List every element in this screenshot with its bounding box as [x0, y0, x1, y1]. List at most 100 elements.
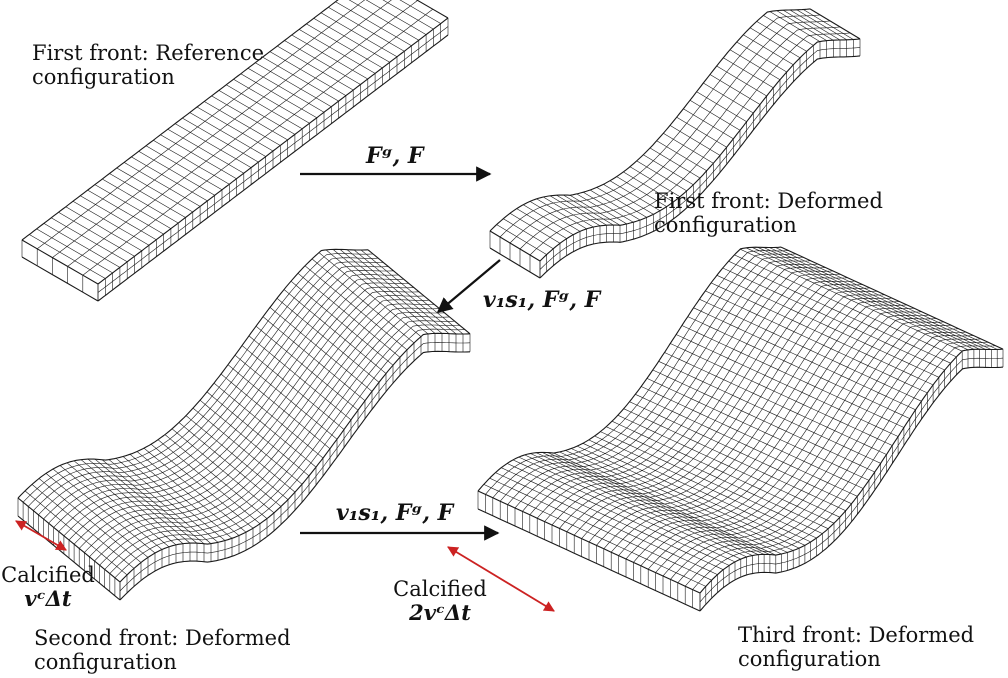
mesh-line	[220, 373, 324, 459]
calcified-width-marker-third	[447, 546, 555, 612]
mesh-line	[171, 428, 275, 514]
mesh-line	[276, 298, 380, 383]
mesh-line	[501, 467, 724, 570]
mesh-line	[663, 133, 714, 164]
mesh-line	[751, 247, 975, 350]
mesh-line	[571, 448, 794, 551]
mesh-line	[576, 193, 627, 225]
calcified-width-marker-second	[15, 520, 67, 551]
mesh-line	[757, 247, 980, 350]
mesh-line	[36, 228, 113, 274]
mesh-line	[51, 217, 128, 263]
mesh-line	[669, 125, 721, 156]
mesh-line	[594, 435, 817, 539]
mesh-line	[332, 249, 436, 334]
mesh-line	[58, 212, 135, 257]
mesh-line	[687, 316, 910, 419]
mesh-line	[102, 178, 179, 224]
mesh-line	[543, 196, 594, 228]
mesh-line	[689, 100, 741, 131]
caption-first-deformed-line2: configuration	[654, 213, 797, 237]
mesh-line	[506, 463, 730, 566]
mesh-line	[588, 439, 811, 543]
caption-second-deformed-line1: Second front: Deformed	[34, 626, 291, 650]
mesh-line	[518, 456, 741, 560]
mesh-line	[803, 9, 854, 40]
mesh-line	[353, 249, 457, 335]
mesh-line	[609, 180, 661, 211]
mesh-line	[241, 345, 345, 430]
mesh-line	[360, 249, 464, 335]
mesh-line	[603, 184, 654, 215]
mesh-line	[313, 18, 390, 63]
mesh-line	[589, 189, 641, 221]
mesh-line	[600, 431, 823, 534]
mesh-line	[65, 206, 142, 252]
mesh-line	[277, 45, 354, 91]
mesh-line	[623, 408, 846, 511]
mesh-line	[629, 401, 852, 504]
mesh-line	[477, 508, 701, 612]
mesh-line	[248, 335, 352, 421]
mesh-line	[94, 184, 172, 229]
mesh-line	[529, 201, 581, 232]
mesh-line	[269, 51, 347, 96]
mesh-line	[167, 128, 244, 174]
mesh-line	[583, 191, 634, 223]
mesh-line	[131, 156, 208, 202]
mesh-line	[664, 352, 887, 455]
mesh-line	[728, 260, 951, 364]
mesh-line	[776, 10, 827, 41]
mesh-line	[52, 468, 156, 554]
mesh-line	[516, 208, 567, 239]
mesh-line	[749, 27, 801, 59]
mesh-line	[623, 171, 674, 203]
mesh-line	[658, 361, 881, 464]
mesh-line	[365, 0, 427, 35]
caption-reference-line2: configuration	[32, 65, 175, 89]
arrow-label-1: 𝑭ᵍ, 𝑭	[366, 143, 424, 169]
mesh-line	[66, 462, 170, 548]
mesh-fill	[478, 247, 1003, 593]
caption-third-deformed-line1: Third front: Deformed	[738, 623, 975, 647]
mesh-line	[796, 9, 847, 41]
mesh-line	[524, 454, 747, 558]
mesh-line	[483, 484, 706, 587]
mesh-line	[320, 12, 398, 58]
mesh-line	[789, 9, 841, 41]
mesh-line	[649, 147, 701, 179]
mesh-line	[769, 247, 992, 350]
mesh-line	[269, 307, 373, 392]
mesh-line	[756, 21, 807, 52]
third-deformed-slab-mesh	[477, 246, 1004, 612]
arrow-first-to-second	[436, 259, 501, 313]
mesh-line	[703, 82, 754, 114]
mesh-line	[199, 399, 303, 485]
mesh-line	[606, 426, 829, 529]
mesh-line	[734, 254, 957, 358]
caption-reference-line1: First front: Reference	[32, 41, 265, 65]
mesh-line	[611, 420, 835, 524]
caption-first-deformed: First front: Deformed configuration	[654, 189, 883, 237]
mesh-line	[164, 434, 268, 519]
mesh-line	[635, 394, 858, 497]
mesh-line	[185, 415, 289, 500]
mesh-line	[73, 460, 177, 546]
mesh-line	[565, 450, 788, 553]
mesh-line	[318, 252, 422, 337]
mesh-line	[80, 195, 157, 240]
mesh-line	[284, 40, 361, 85]
mesh-line	[306, 23, 383, 69]
caption-third-deformed-line2: configuration	[738, 647, 881, 671]
mesh-line	[656, 140, 707, 172]
mesh-line	[87, 458, 191, 544]
mesh-line	[240, 73, 317, 119]
mesh-line	[616, 176, 667, 207]
mesh-line	[290, 280, 394, 366]
mesh-line	[335, 1, 412, 46]
mesh-line	[763, 15, 814, 46]
mesh-line	[415, 0, 449, 19]
mesh-line	[109, 173, 186, 218]
mesh-line	[740, 248, 963, 352]
mesh-line	[24, 490, 128, 576]
